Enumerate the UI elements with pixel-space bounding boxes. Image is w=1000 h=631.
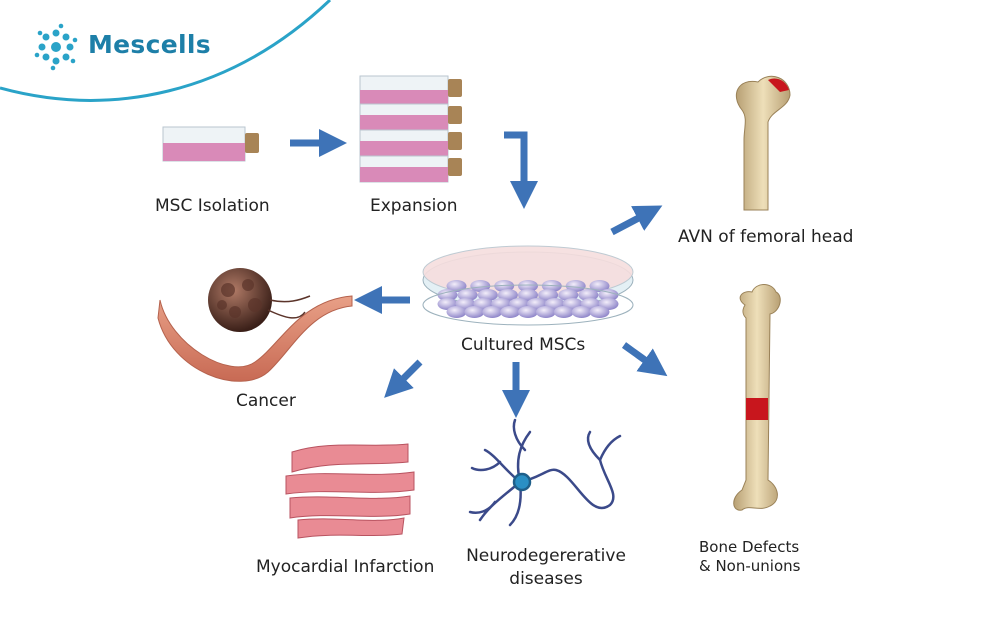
cultured-cell-sphere — [457, 289, 478, 301]
cultured-cell-sphere — [553, 306, 574, 318]
cultured-cell-sphere — [598, 289, 619, 301]
cultured-cell-sphere — [541, 280, 562, 292]
cultured-cell-sphere — [538, 289, 559, 301]
femur-avn-icon — [736, 75, 791, 211]
brand-name: Mescells — [88, 30, 211, 59]
neuron-icon — [468, 418, 622, 527]
label-neurodegenerative: Neurodegererative — [466, 546, 626, 566]
cultured-cell-sphere — [535, 306, 556, 318]
label-cancer: Cancer — [236, 391, 296, 411]
label-avn: AVN of femoral head — [678, 227, 854, 247]
arrow-expansion-to-culture — [504, 131, 538, 209]
label-cultured-mscs: Cultured MSCs — [461, 335, 586, 355]
cancer-vessel-icon — [157, 268, 353, 382]
cultured-cell-sphere — [500, 306, 521, 318]
cultured-cell-sphere — [494, 280, 515, 292]
cultured-cell-sphere — [464, 306, 485, 318]
cultured-cell-sphere — [477, 289, 498, 301]
cultured-cell-sphere — [497, 289, 518, 301]
cultured-cell-sphere — [518, 280, 538, 292]
cultured-cell-sphere — [571, 306, 592, 318]
cultured-cell-sphere — [578, 289, 599, 301]
arrow-to-myocardial — [384, 359, 423, 398]
cell-cluster-logo-icon — [34, 23, 78, 71]
arrow-to-bone-defect — [621, 342, 668, 377]
expansion-flasks-icon — [359, 75, 462, 183]
label-expansion: Expansion — [370, 196, 458, 216]
myocardial-tissue-icon — [285, 443, 415, 539]
cultured-cell-sphere — [470, 280, 491, 292]
label-myocardial-infarction: Myocardial Infarction — [256, 557, 435, 577]
isolation-flask-icon — [162, 126, 259, 162]
cultured-cell-sphere — [437, 289, 458, 301]
cultured-cell-sphere — [558, 289, 579, 301]
petri-dish-icon — [422, 245, 634, 326]
label-msc-isolation: MSC Isolation — [155, 196, 270, 216]
cultured-cell-sphere — [589, 280, 610, 292]
cultured-cell-sphere — [518, 289, 538, 301]
cultured-cell-sphere — [518, 306, 538, 318]
cultured-cell-sphere — [482, 306, 503, 318]
label-bone-defects: Bone Defects — [699, 538, 800, 556]
arrow-to-avn — [610, 205, 663, 236]
cultured-cell-sphere — [446, 280, 467, 292]
cultured-cell-sphere — [446, 306, 467, 318]
cultured-cell-sphere — [565, 280, 586, 292]
label-diseases: diseases — [509, 569, 583, 589]
header-swoosh — [0, 0, 332, 102]
femur-bone-defect-icon — [733, 284, 781, 511]
cultured-cell-sphere — [589, 306, 610, 318]
label-non-unions: & Non-unions — [699, 557, 801, 575]
flow-arrows — [290, 129, 668, 418]
